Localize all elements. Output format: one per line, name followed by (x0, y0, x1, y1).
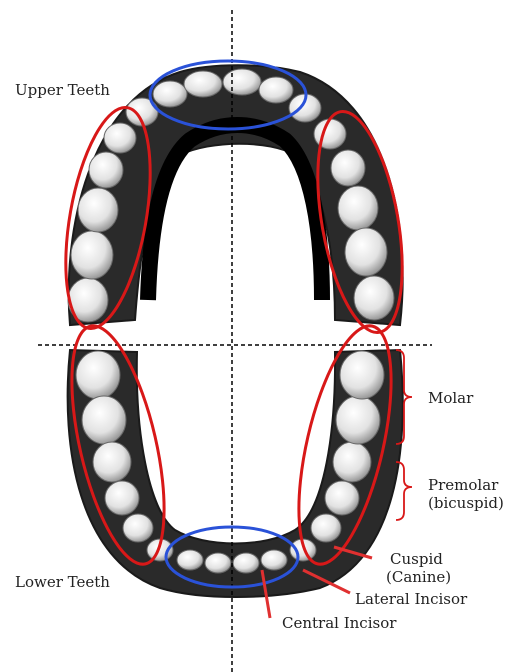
molar-label: Molar (428, 389, 474, 407)
upper-teeth-label: Upper Teeth (15, 81, 110, 99)
bicuspid-label: (bicuspid) (428, 494, 504, 512)
lateral-incisor-label: Lateral Incisor (355, 590, 468, 608)
central-incisor-label: Central Incisor (282, 614, 397, 632)
lower-teeth-label: Lower Teeth (15, 573, 110, 591)
cuspid-label: Cuspid (390, 550, 443, 568)
premolar-label: Premolar (428, 476, 499, 494)
canine-label: (Canine) (386, 568, 451, 586)
